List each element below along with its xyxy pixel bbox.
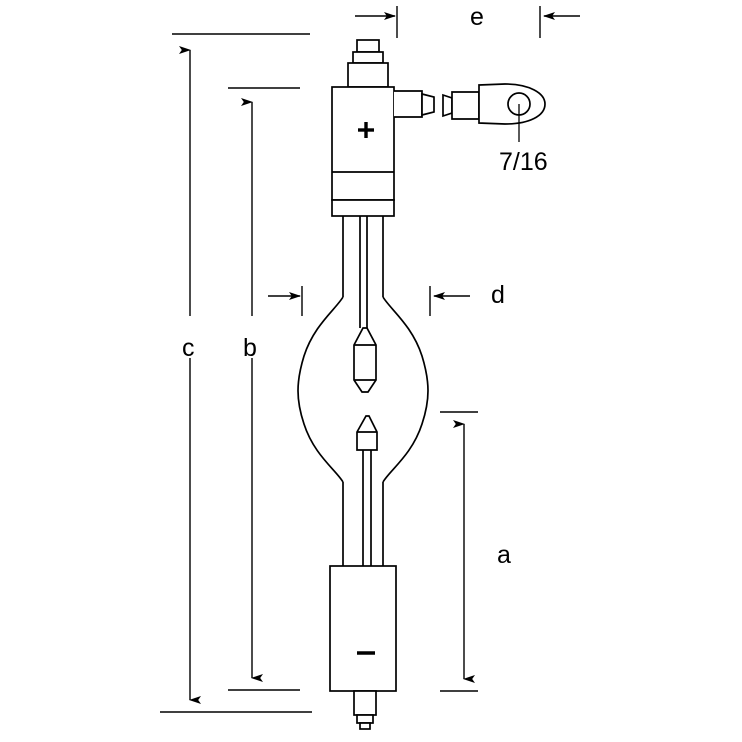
dimension-label-e: e bbox=[470, 3, 484, 31]
anode-cap-tip bbox=[356, 39, 380, 53]
dimension-label-c: c bbox=[182, 334, 195, 362]
cathode-pin-base bbox=[353, 690, 377, 716]
dimension-label-a: a bbox=[497, 541, 511, 569]
dimension-lines-group bbox=[160, 6, 580, 713]
cathode-electrode bbox=[356, 415, 378, 451]
bulb-envelope-right bbox=[382, 296, 429, 483]
dimension-label-d: d bbox=[491, 281, 505, 309]
dimension-label-b: b bbox=[243, 334, 257, 362]
anode-cap-mid bbox=[352, 51, 384, 64]
lug-ferrule-tip bbox=[442, 93, 453, 118]
lug-size-label: 7/16 bbox=[499, 148, 548, 176]
lamp-body-group bbox=[297, 39, 546, 730]
polarity-symbols-group bbox=[357, 122, 375, 655]
lug-barrel bbox=[451, 91, 480, 120]
anode-base-block bbox=[331, 86, 395, 201]
bulb-envelope-left bbox=[297, 296, 344, 483]
anode-electrode bbox=[353, 327, 377, 393]
cathode-pin-tip bbox=[359, 722, 371, 730]
anode-base-collar bbox=[331, 199, 395, 217]
cathode-base-block bbox=[329, 565, 397, 692]
anode-side-stub-taper bbox=[421, 92, 435, 117]
cathode-pin-mid bbox=[356, 714, 374, 724]
anode-side-stub bbox=[394, 90, 423, 118]
anode-cap-base bbox=[347, 62, 389, 88]
